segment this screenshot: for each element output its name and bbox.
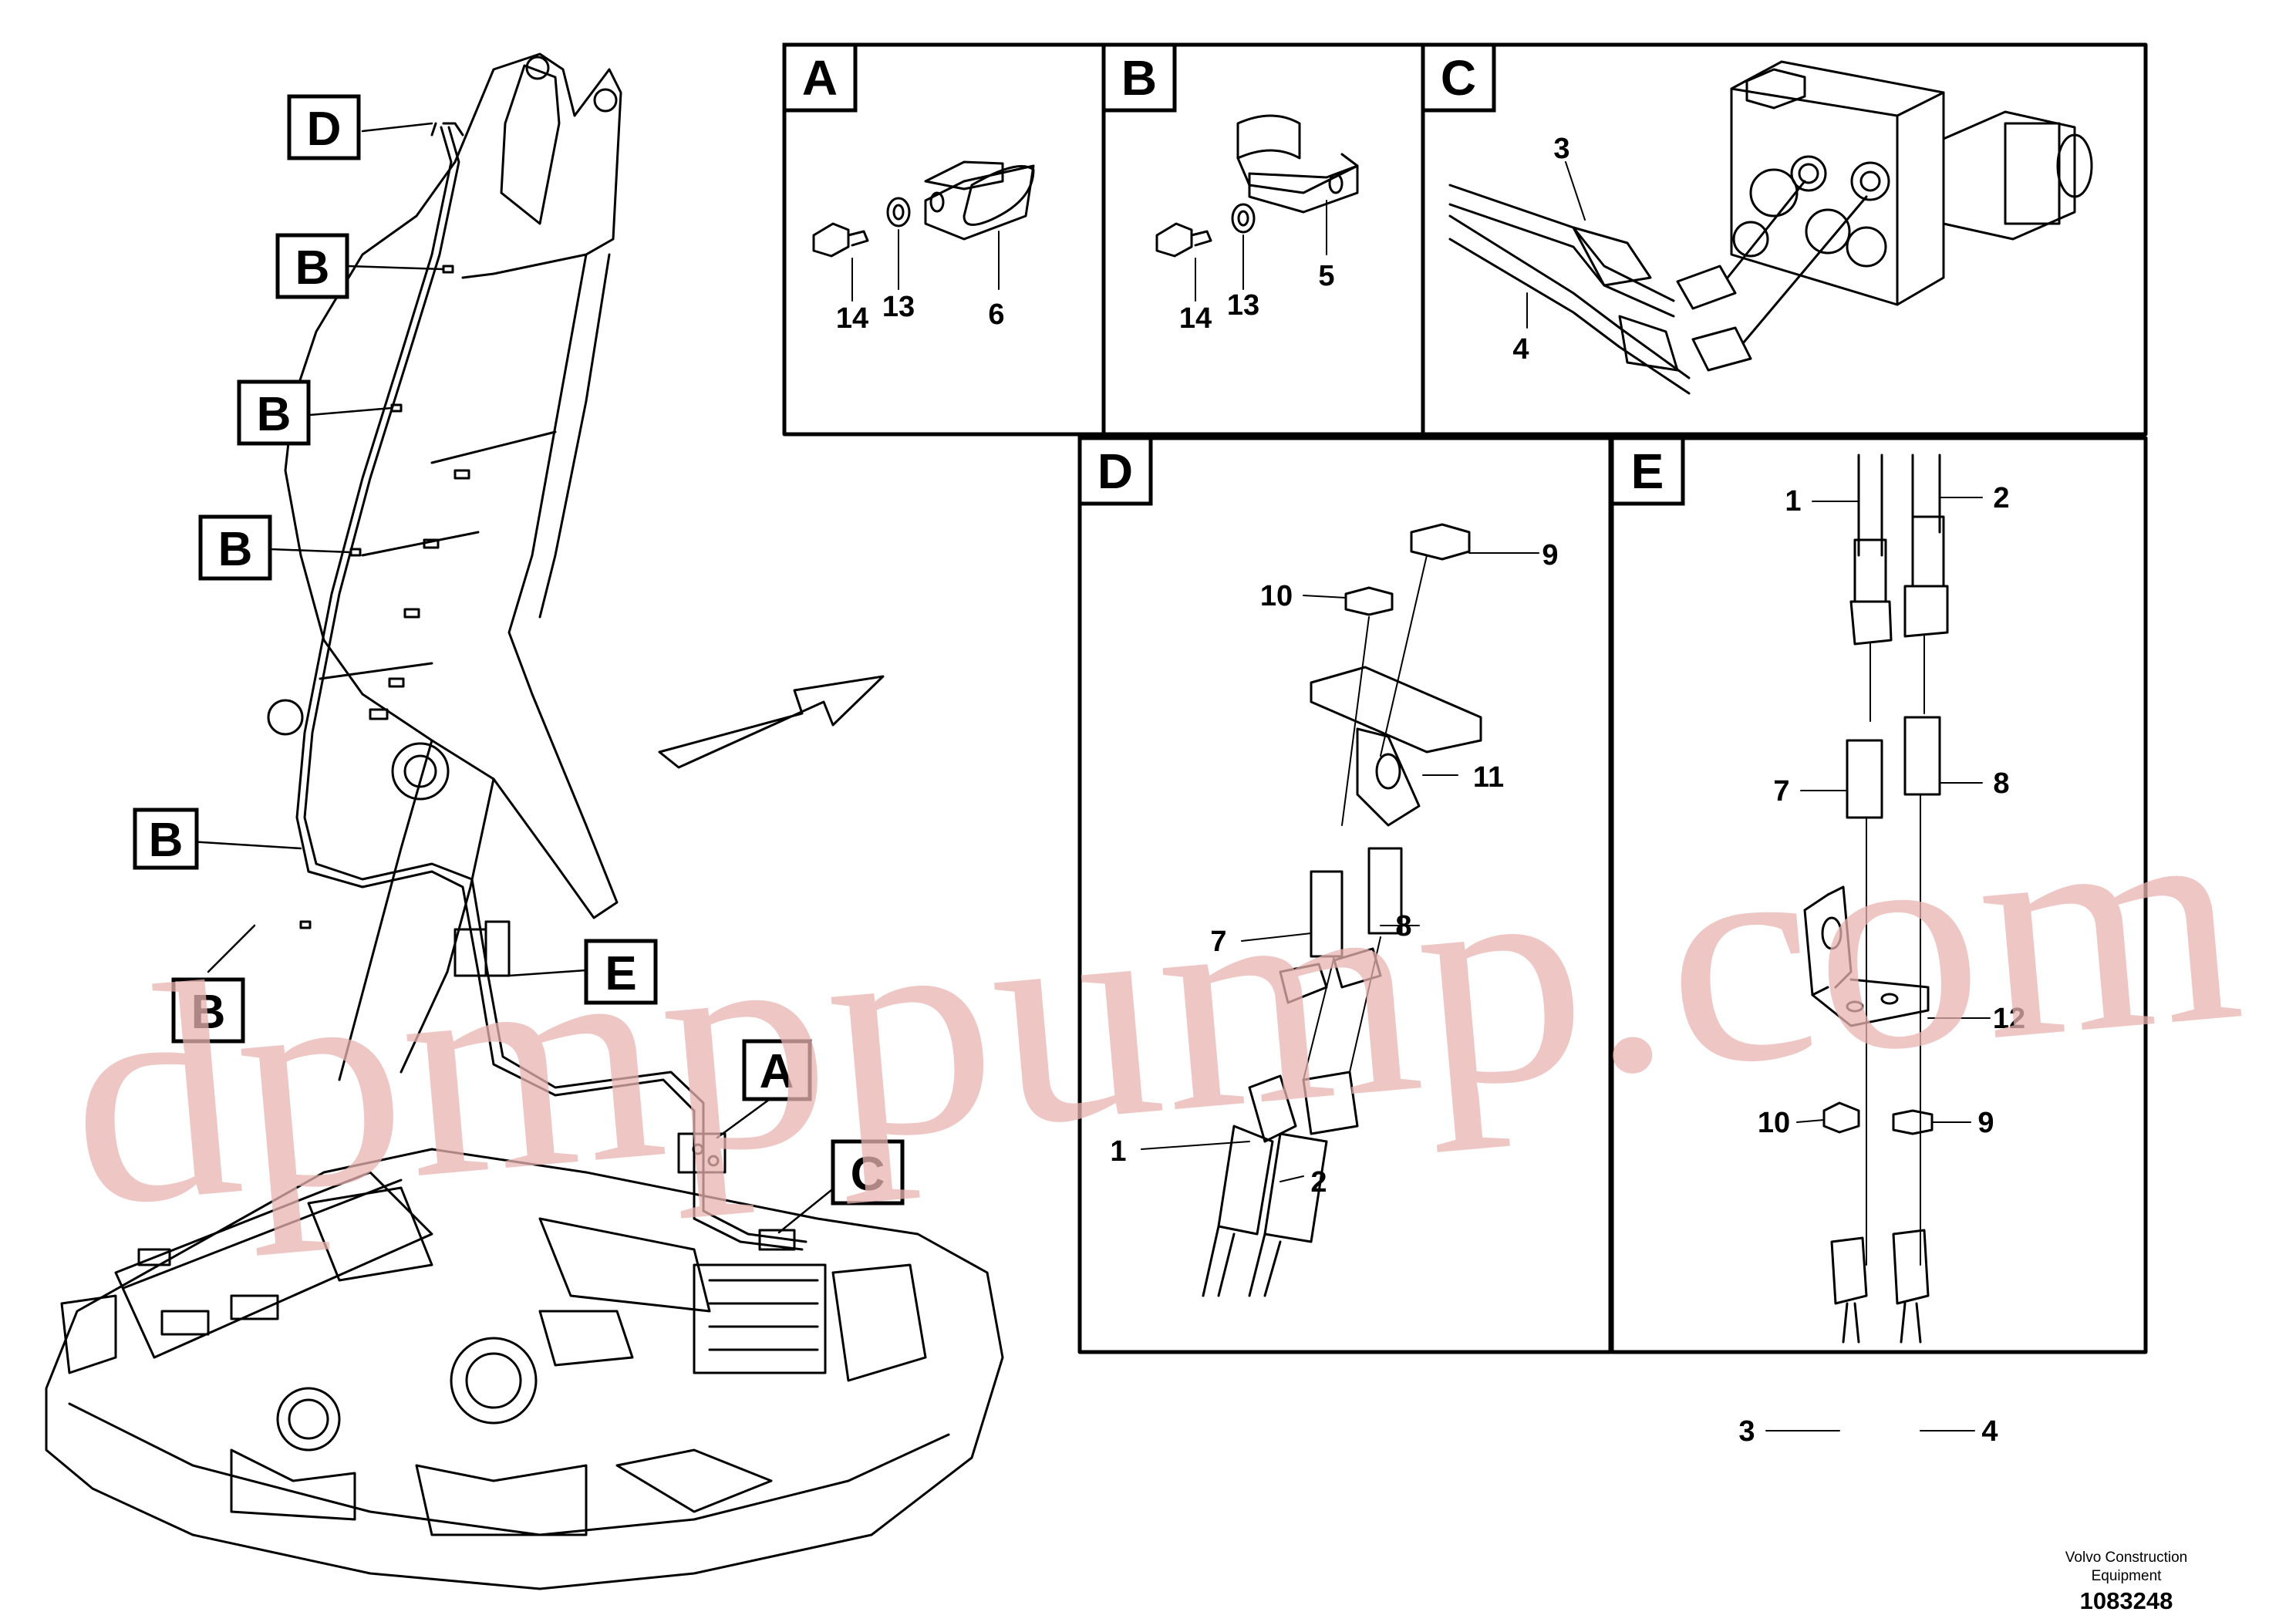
part-e-9: 9 bbox=[1977, 1107, 1994, 1139]
callout-box-a bbox=[742, 1039, 812, 1101]
panel-b-tag: B bbox=[1121, 50, 1157, 106]
part-e-4: 4 bbox=[1981, 1415, 1998, 1448]
part-d-9: 9 bbox=[1542, 539, 1558, 572]
part-d-7: 7 bbox=[1210, 926, 1226, 958]
panel-a-tag: A bbox=[802, 50, 838, 106]
panel-e-tag: E bbox=[1631, 443, 1664, 499]
watermark: dpmppump.com bbox=[56, 742, 2253, 1273]
part-e-8: 8 bbox=[1993, 767, 2009, 800]
footer-company-line2: Equipment bbox=[2091, 1568, 2162, 1584]
part-b-5: 5 bbox=[1318, 260, 1334, 292]
panel-e-drawing bbox=[1610, 436, 2148, 1431]
panel-c-drawing bbox=[1421, 42, 2148, 437]
footer-company: Volvo Construction Equipment bbox=[2041, 1549, 2211, 1586]
part-a-14: 14 bbox=[836, 302, 868, 335]
part-e-10: 10 bbox=[1758, 1107, 1790, 1139]
callout-e: E bbox=[605, 947, 636, 1000]
excavator-boom-drawing bbox=[45, 52, 1004, 1590]
panel-d-tag: D bbox=[1097, 443, 1133, 499]
callout-box-d bbox=[287, 94, 361, 160]
part-e-3: 3 bbox=[1738, 1415, 1755, 1448]
part-d-1: 1 bbox=[1110, 1135, 1126, 1168]
part-e-2: 2 bbox=[1993, 482, 2009, 514]
part-e-7: 7 bbox=[1773, 775, 1789, 808]
callout-box-c bbox=[831, 1139, 905, 1206]
part-c-4: 4 bbox=[1512, 333, 1529, 366]
callout-box-b5 bbox=[171, 977, 245, 1044]
part-e-12: 12 bbox=[1993, 1003, 2025, 1035]
part-d-8: 8 bbox=[1395, 910, 1411, 943]
part-b-13: 13 bbox=[1227, 289, 1259, 322]
callout-box-b3 bbox=[198, 514, 272, 581]
part-a-13: 13 bbox=[882, 291, 915, 323]
callout-b2: B bbox=[257, 388, 292, 441]
callout-d: D bbox=[307, 103, 342, 156]
callout-box-b2 bbox=[237, 379, 311, 446]
part-e-1: 1 bbox=[1785, 485, 1801, 518]
callout-b5: B bbox=[191, 986, 226, 1039]
part-d-2: 2 bbox=[1310, 1166, 1327, 1199]
callout-c: C bbox=[851, 1148, 885, 1201]
panel-c-tag: C bbox=[1441, 50, 1476, 106]
footer-company-line1: Volvo Construction bbox=[2065, 1549, 2188, 1566]
part-c-3: 3 bbox=[1553, 133, 1569, 165]
callout-box-b4 bbox=[133, 808, 199, 870]
callout-b4: B bbox=[149, 814, 184, 867]
part-b-14: 14 bbox=[1179, 302, 1212, 335]
callout-a: A bbox=[760, 1045, 794, 1098]
callout-box-e bbox=[584, 939, 658, 1005]
callout-box-b1 bbox=[275, 233, 349, 299]
panel-tags bbox=[782, 42, 1685, 506]
part-d-10: 10 bbox=[1260, 580, 1293, 612]
direction-arrow bbox=[658, 675, 885, 769]
footer-drawing-number: 1083248 bbox=[2079, 1587, 2173, 1614]
callout-b1: B bbox=[295, 241, 330, 295]
part-d-11: 11 bbox=[1473, 761, 1504, 794]
callout-b3: B bbox=[218, 523, 253, 576]
main-callouts bbox=[133, 94, 905, 1206]
part-a-6: 6 bbox=[988, 298, 1004, 331]
